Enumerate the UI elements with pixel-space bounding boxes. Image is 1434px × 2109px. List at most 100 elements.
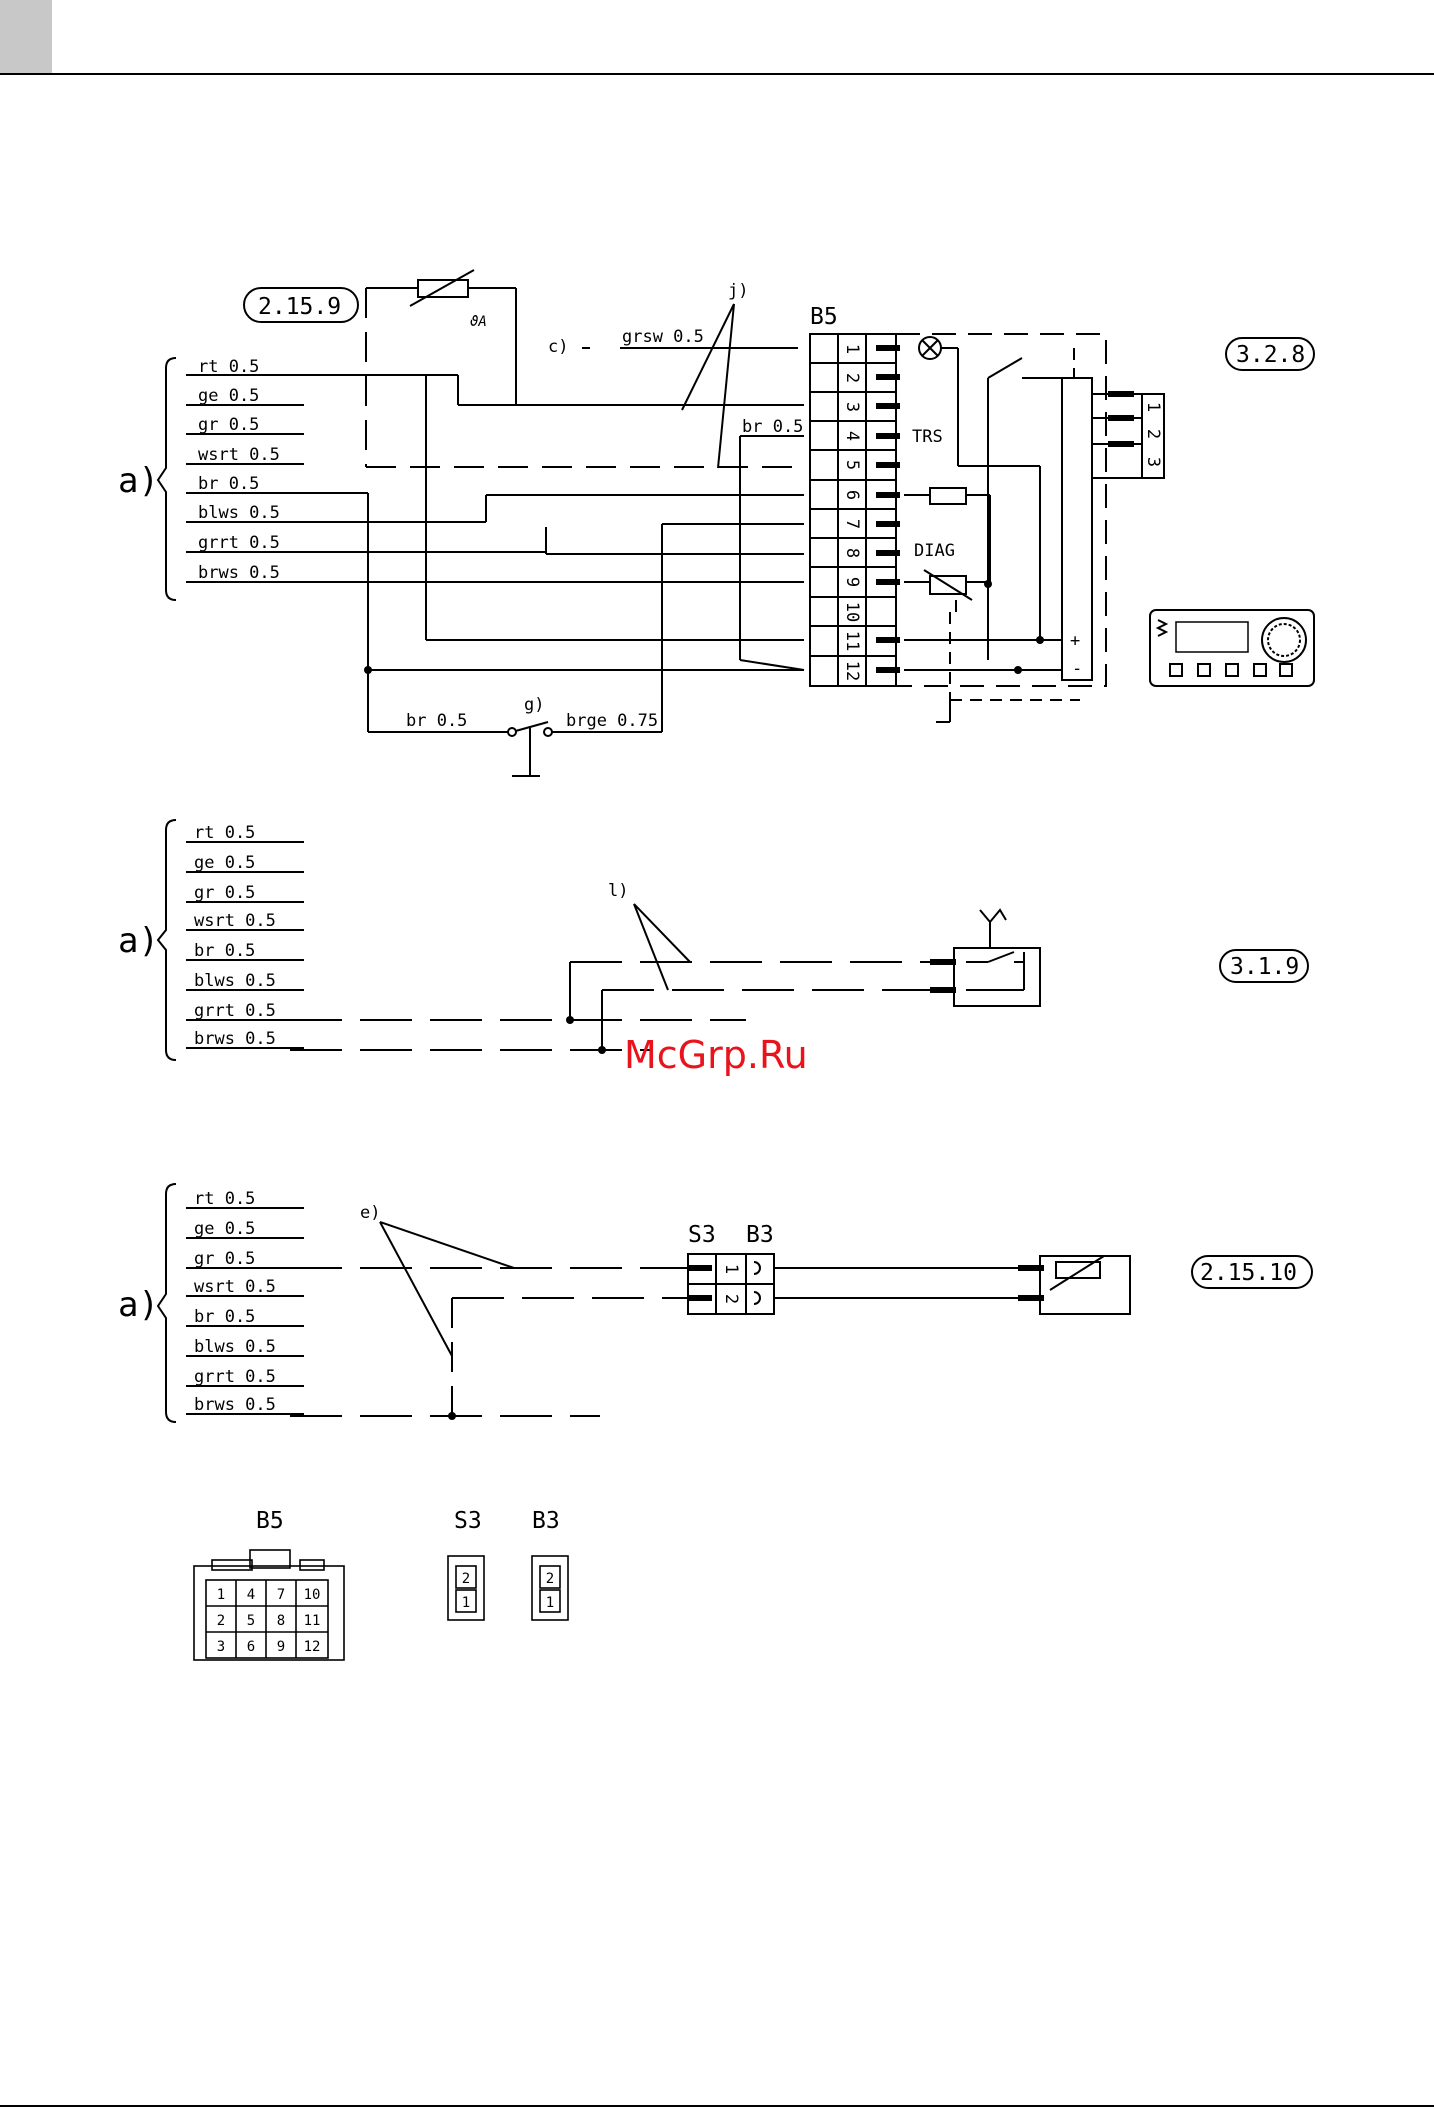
b5-cavity: 12: [304, 1639, 321, 1655]
b5-cavity: 6: [247, 1639, 255, 1655]
block-trs-label: TRS: [912, 427, 943, 447]
pin-number: 7: [842, 519, 862, 529]
label-j: j): [728, 281, 748, 301]
wire-label: gr 0.5: [194, 1249, 255, 1269]
wire-label: wsrt 0.5: [194, 911, 276, 931]
wire-label: wsrt 0.5: [198, 445, 280, 465]
wire-br-bottom-label: br 0.5: [406, 711, 467, 731]
b5-cavity: 3: [217, 1639, 225, 1655]
b5-cavity: 2: [217, 1613, 225, 1629]
pin-number: 6: [842, 490, 862, 500]
section-3-sensor-wiring: [156, 1183, 1313, 1423]
block-diag-label: DIAG: [914, 541, 955, 561]
s3-cavity: 2: [462, 1571, 470, 1587]
b5-cavity: 9: [277, 1639, 285, 1655]
wire-label: blws 0.5: [198, 503, 280, 523]
b5-cavity: 7: [277, 1587, 285, 1603]
wire-br-pin4-label: br 0.5: [742, 417, 803, 437]
pin-number: 8: [842, 548, 862, 558]
b5-cavity: 5: [247, 1613, 255, 1629]
wire-label: gr 0.5: [198, 415, 259, 435]
wire-label: ge 0.5: [198, 386, 259, 406]
b5-pin-numbers: 1 2 3 4 5 6 7 8 9 10 11 12 1 2 3: [842, 344, 1163, 681]
wire-label: grrt 0.5: [198, 533, 280, 553]
b5-cavity: 10: [304, 1587, 321, 1603]
temp-sensor-symbol: ϑA: [470, 314, 487, 330]
b5-pin-terminals: [364, 345, 1134, 737]
pin-number: 2: [842, 373, 862, 383]
pin-number: 11: [842, 631, 862, 651]
pin-number: 10: [842, 602, 862, 622]
wire-label: gr 0.5: [194, 883, 255, 903]
b3-cavity: 2: [546, 1571, 554, 1587]
section-1-heater-connector: [156, 269, 1315, 777]
side-pin-number: 1: [1143, 402, 1163, 412]
wire-label: rt 0.5: [194, 1189, 255, 1209]
wire-label: blws 0.5: [194, 1337, 276, 1357]
pin-number: 2: [721, 1294, 741, 1304]
ref-bubble-right: 3.2.8: [1236, 342, 1305, 368]
side-pin-number: 2: [1143, 429, 1163, 439]
cable-group-label: a): [118, 921, 159, 961]
wire-label: grrt 0.5: [194, 1001, 276, 1021]
ref-bubble-left: 2.15.9: [258, 294, 341, 320]
section-3-terminals: [448, 1265, 1044, 1420]
wire-label: ge 0.5: [194, 1219, 255, 1239]
cable-group-label: a): [118, 461, 159, 501]
label-e: e): [360, 1203, 380, 1223]
label-l: l): [608, 881, 628, 901]
wire-label: brws 0.5: [194, 1029, 276, 1049]
wire-label: brws 0.5: [198, 563, 280, 583]
watermark-text: McGrp.Ru: [624, 1033, 808, 1077]
pin-number: 1: [842, 344, 862, 354]
b5-cavity: 1: [217, 1587, 225, 1603]
wire-label: rt 0.5: [198, 357, 259, 377]
b5-cavity: 4: [247, 1587, 255, 1603]
control-panel-icon: [1149, 609, 1315, 687]
b5-cavity: 8: [277, 1613, 285, 1629]
pin-number: 9: [842, 577, 862, 587]
section-1-wire-labels: rt 0.5 ge 0.5 gr 0.5 wsrt 0.5 br 0.5 blw…: [118, 357, 280, 583]
wire-label: br 0.5: [194, 1307, 255, 1327]
pin-number: 12: [842, 661, 862, 681]
label-c: c): [548, 337, 568, 357]
side-pin-number: 3: [1143, 457, 1163, 467]
pin-number: 3: [842, 402, 862, 412]
section-2-wire-labels: rt 0.5 ge 0.5 gr 0.5 wsrt 0.5 br 0.5 blw…: [118, 823, 1299, 1049]
ref-bubble-right: 3.1.9: [1230, 954, 1299, 980]
pin-number: 5: [842, 460, 862, 470]
section-3-wire-labels: rt 0.5 ge 0.5 gr 0.5 wsrt 0.5 br 0.5 blw…: [118, 1189, 1297, 1415]
label-g: g): [524, 695, 544, 715]
section-2-terminals: [566, 959, 956, 1054]
wire-grsw-label: grsw 0.5: [622, 327, 704, 347]
wire-label: br 0.5: [194, 941, 255, 961]
wire-label: brws 0.5: [194, 1395, 276, 1415]
section-1-annotations: 2.15.9 3.2.8 B5 c) grsw 0.5 j) br 0.5 br…: [258, 281, 1305, 731]
wire-label: blws 0.5: [194, 971, 276, 991]
header-tab-block: [0, 0, 52, 74]
b5-face-title: B5: [256, 1508, 284, 1534]
wire-label: br 0.5: [198, 474, 259, 494]
ref-bubble-right: 2.15.10: [1200, 1260, 1297, 1286]
wire-label: ge 0.5: [194, 853, 255, 873]
b3-cavity: 1: [546, 1595, 554, 1611]
b5-cavity: 11: [304, 1613, 321, 1629]
wire-label: grrt 0.5: [194, 1367, 276, 1387]
pin-number: 1: [721, 1264, 741, 1274]
wire-label: rt 0.5: [194, 823, 255, 843]
s3-face-title: S3: [454, 1508, 482, 1534]
connector-face-labels: B5 S3 B3 1 4 7 10 2 5 8 11 3 6 9 12 2 1 …: [217, 1508, 560, 1655]
plus-terminal-label: +: [1070, 631, 1080, 651]
cable-group-label: a): [118, 1285, 159, 1325]
minus-terminal-label: -: [1072, 659, 1082, 679]
pin-number: 4: [842, 431, 862, 441]
section-2-button-wiring: [156, 819, 1309, 1061]
wire-brge-label: brge 0.75: [566, 711, 658, 731]
connector-label-b3: B3: [746, 1222, 774, 1248]
s3-cavity: 1: [462, 1595, 470, 1611]
wire-label: wsrt 0.5: [194, 1277, 276, 1297]
b3-face-title: B3: [532, 1508, 560, 1534]
connector-face-views: [193, 1549, 569, 1661]
connector-label-b5: B5: [810, 304, 838, 330]
